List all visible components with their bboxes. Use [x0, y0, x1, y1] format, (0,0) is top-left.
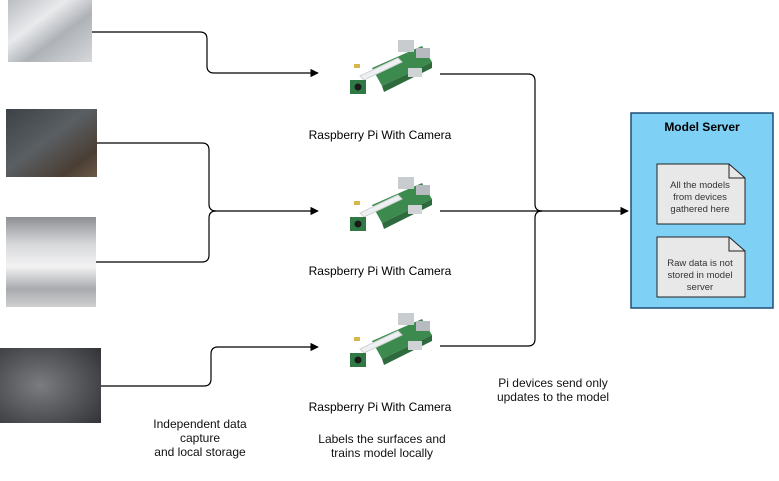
surface-sample-1 [8, 0, 92, 62]
labels-annotation: Labels the surfaces and trains model loc… [318, 432, 446, 460]
pi-caption-1: Raspberry Pi With Camera [308, 128, 452, 142]
raspberry-pi-camera-2 [319, 164, 441, 258]
server-title: Model Server [664, 120, 740, 134]
surface-sample-2 [6, 109, 97, 177]
surface-sample-4 [0, 348, 101, 423]
capture-annotation: Independent data capture and local stora… [153, 417, 247, 459]
connector-sample3-pi2 [96, 210, 217, 263]
pi-caption-2: Raspberry Pi With Camera [308, 264, 452, 278]
connector-pi3-server [440, 210, 543, 347]
connector-sample2-pi2 [97, 142, 319, 216]
server-note-2-text: Raw data is not stored in model server [667, 258, 733, 293]
raspberry-pi-camera-3 [319, 300, 441, 394]
connector-sample1-pi1 [92, 31, 319, 78]
capture-connectors [92, 31, 319, 387]
update-connectors [440, 73, 629, 347]
raspberry-pi-camera-1 [319, 27, 441, 121]
updates-annotation: Pi devices send only updates to the mode… [496, 376, 610, 404]
surface-sample-3 [6, 217, 96, 307]
connector-sample4-pi3 [101, 342, 319, 387]
server-note-1-text: All the models from devices gathered her… [670, 180, 730, 215]
connector-pi1-server [440, 73, 543, 212]
pi-caption-3: Raspberry Pi With Camera [308, 400, 452, 414]
